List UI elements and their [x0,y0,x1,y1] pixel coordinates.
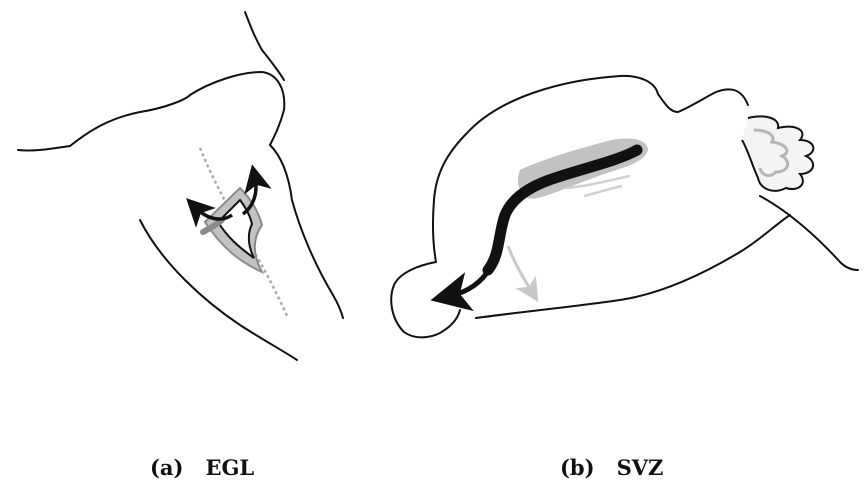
panel-b-svz [391,76,858,337]
caption-a: (a) EGL [150,455,254,480]
caption-a-label: EGL [205,455,254,480]
caption-b-label: SVZ [617,455,664,480]
panel-b-outline [391,76,858,337]
panel-b-cerebellum [742,116,813,190]
panel-a-egl [18,12,343,360]
panel-a-outline [18,12,343,360]
caption-a-letter: (a) [150,455,183,480]
caption-b-letter: (b) [560,455,595,480]
panel-b-gray-arrow [508,246,532,292]
caption-b: (b) SVZ [560,455,663,480]
